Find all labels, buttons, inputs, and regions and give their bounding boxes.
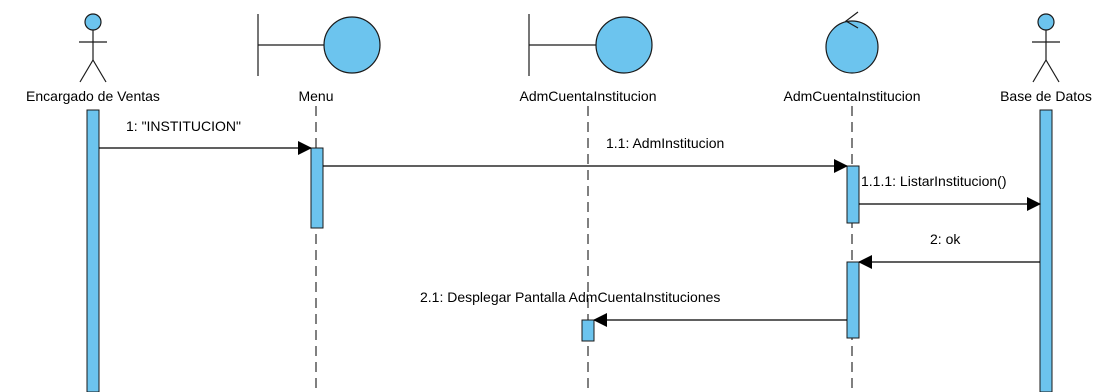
actor-encargado-de-ventas: Encargado de Ventas bbox=[26, 13, 160, 104]
participant-label: AdmCuentaInstitucion bbox=[784, 88, 921, 104]
participant-label: Base de Datos bbox=[1000, 88, 1092, 104]
activation-control-2 bbox=[846, 261, 860, 339]
actor-base-de-datos: Base de Datos bbox=[1000, 13, 1092, 104]
message-3: 1.1.1: ListarInstitucion() bbox=[859, 173, 1041, 211]
message-label: 1: "INSTITUCION" bbox=[126, 118, 241, 134]
boundary-menu: Menu bbox=[257, 14, 381, 104]
message-2: 1.1: AdmInstitucion bbox=[323, 135, 848, 173]
participant-label: AdmCuentaInstitucion bbox=[520, 88, 657, 104]
boundary-icon bbox=[528, 14, 653, 76]
participant-label: Menu bbox=[298, 88, 333, 104]
message-label: 1.1.1: ListarInstitucion() bbox=[861, 173, 1007, 189]
message-label: 2: ok bbox=[930, 231, 961, 247]
activation-boundary bbox=[581, 319, 595, 342]
boundary-icon bbox=[257, 14, 381, 76]
activation-menu bbox=[310, 147, 324, 229]
actor-icon bbox=[1032, 13, 1060, 83]
message-5: 2.1: Desplegar Pantalla AdmCuentaInstitu… bbox=[420, 289, 847, 327]
control-adm-cuenta-institucion: AdmCuentaInstitucion bbox=[784, 11, 921, 104]
control-icon bbox=[825, 11, 879, 74]
activation-encargado bbox=[86, 109, 100, 392]
participant-label: Encargado de Ventas bbox=[26, 88, 160, 104]
boundary-adm-cuenta-institucion: AdmCuentaInstitucion bbox=[520, 14, 657, 104]
activation-control-1 bbox=[846, 165, 860, 224]
message-label: 1.1: AdmInstitucion bbox=[606, 135, 724, 151]
message-label: 2.1: Desplegar Pantalla AdmCuentaInstitu… bbox=[420, 289, 720, 305]
message-4: 2: ok bbox=[858, 231, 1040, 269]
activation-base-datos bbox=[1039, 109, 1053, 392]
message-1: 1: "INSTITUCION" bbox=[99, 118, 312, 155]
actor-icon bbox=[79, 13, 107, 83]
